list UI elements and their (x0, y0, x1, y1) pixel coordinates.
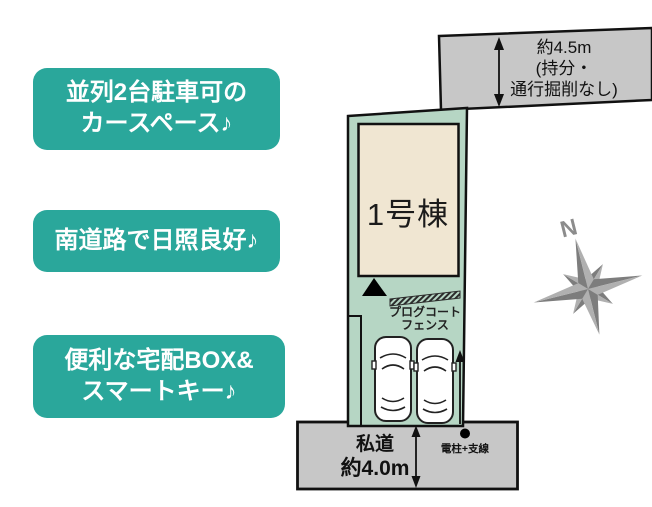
top-road-width-arrow (494, 37, 504, 107)
feature-badge-delivery-box: 便利な宅配BOX& スマートキー♪ (33, 335, 285, 418)
bottom-road-width-arrow (411, 425, 421, 488)
building-label: 1号棟 (366, 197, 450, 232)
top-road-shape (437, 26, 652, 112)
badge-text-line: 南道路で日照良好♪ (54, 226, 259, 254)
fence-label-line: フェンス (401, 318, 449, 332)
driveway-direction-arrow (455, 350, 465, 424)
utility-pole-label: 電柱+支線 (440, 443, 490, 455)
utility-pole-icon (460, 428, 470, 439)
entrance-triangle-icon (362, 278, 387, 296)
top-road-note-line: 通行掘削なし) (510, 80, 618, 99)
badge-text-line: 便利な宅配BOX& (64, 346, 254, 374)
car-top-view-right (413, 338, 457, 424)
badge-text-line: カースペース♪ (80, 110, 233, 137)
car-top-view-left (371, 336, 415, 422)
compass-rose-icon: N (533, 213, 643, 335)
boundary-jog-line (348, 315, 362, 425)
badge-text-line: スマートキー♪ (81, 377, 237, 405)
badge-text-line: 並列2台駐車可の (65, 79, 248, 107)
feature-badge-south-road: 南道路で日照良好♪ (33, 210, 280, 272)
bottom-road-annotation: 私道 約4.0m (333, 433, 417, 481)
fence-hatch-icon (389, 290, 461, 307)
top-road-width-label: 約4.5m (536, 38, 592, 57)
top-road-note-line: (持分・ (535, 59, 593, 78)
top-road-annotation: 約4.5m (持分・ 通行掘削なし) (502, 37, 626, 100)
fence-label: プログコート フェンス (383, 306, 467, 332)
north-label: N (557, 213, 579, 242)
bottom-road-width-label: 約4.0m (340, 457, 410, 480)
bottom-road-name-label: 私道 (355, 434, 394, 455)
feature-badge-car-space: 並列2台駐車可の カースペース♪ (33, 68, 280, 150)
building-footprint (357, 122, 460, 278)
fence-label-line: プログコート (388, 305, 461, 319)
bottom-road-shape (296, 420, 519, 491)
